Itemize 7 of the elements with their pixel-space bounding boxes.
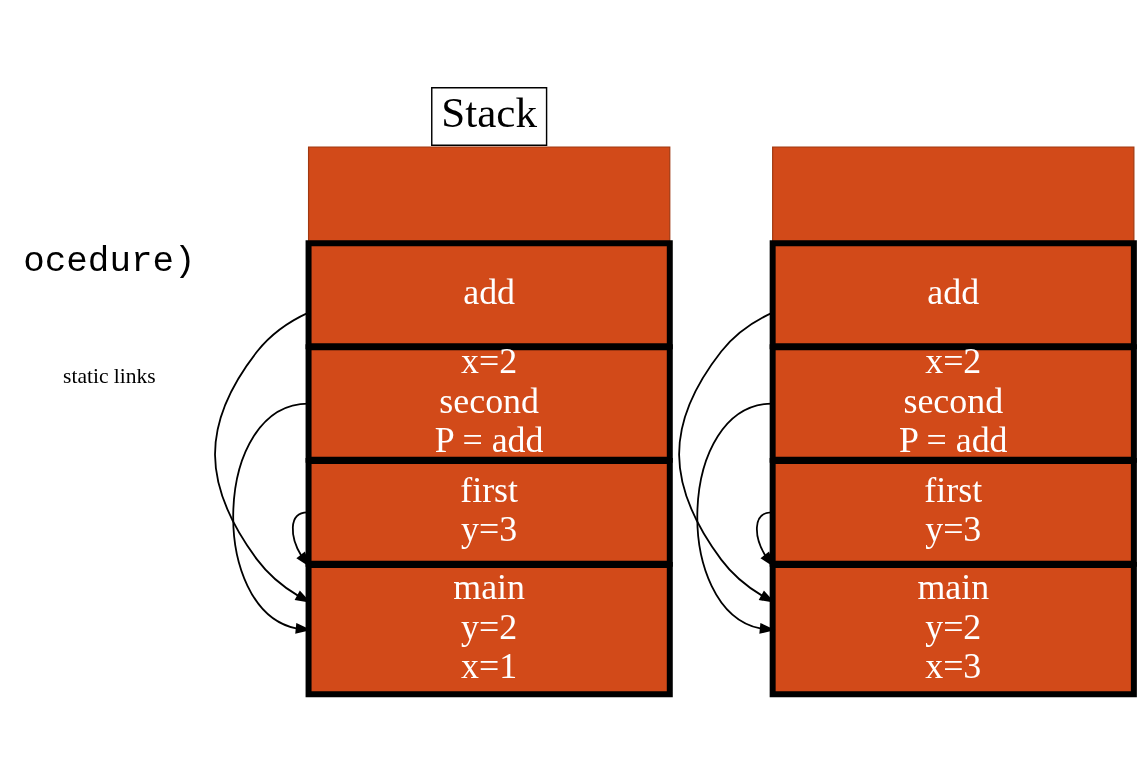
node-box: main y=2 x=3	[769, 562, 1137, 698]
node-box	[772, 146, 1135, 243]
node-box: Stack	[431, 87, 548, 146]
label: static links	[63, 363, 156, 388]
node-box: first y=3	[305, 458, 673, 567]
label: ocedure)	[23, 241, 196, 283]
node-box	[307, 146, 671, 243]
